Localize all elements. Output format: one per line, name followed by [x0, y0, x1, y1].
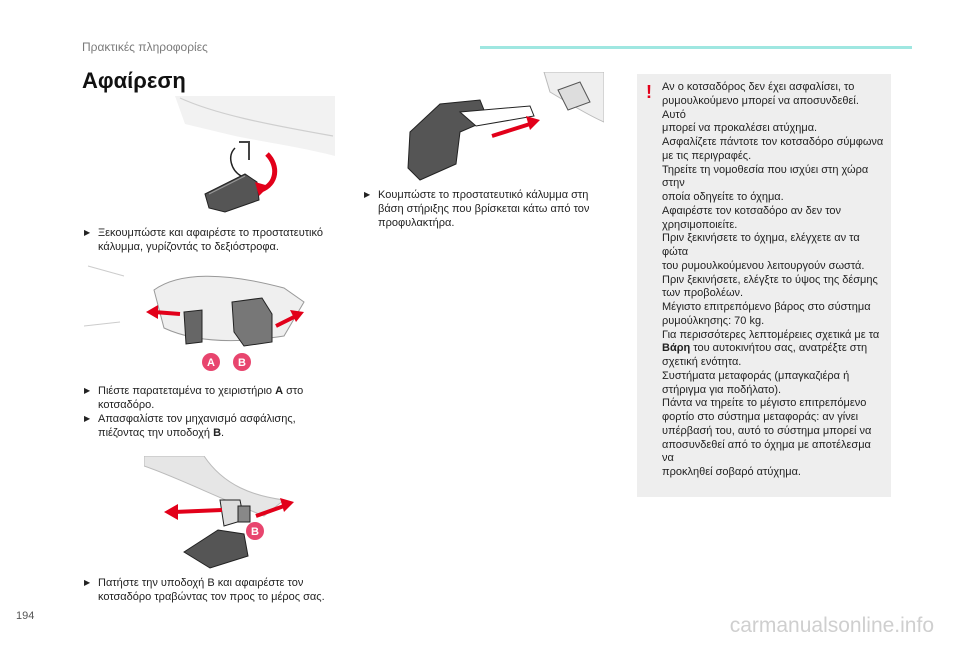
figure-pull-towbar: B — [144, 456, 294, 569]
arrow-left-icon — [153, 310, 181, 316]
svg-text:B: B — [238, 357, 246, 369]
page-number: 194 — [16, 610, 35, 622]
svg-text:B: B — [251, 526, 259, 538]
watermark: carmanualsonline.info — [729, 614, 934, 637]
figure-refit-cover — [407, 72, 604, 181]
arrow-right-icon — [255, 504, 285, 518]
arrow-right-icon — [491, 122, 531, 138]
step-2: ▶Πιέστε παρατεταμένα το χειριστήριο A στ… — [84, 385, 304, 439]
step-4: ▶Πατήστε την υποδοχή B και αφαιρέστε τον… — [84, 577, 325, 603]
label-b-badge: B — [246, 522, 264, 540]
warning-exclamation-icon: ! — [646, 82, 652, 102]
page-title: Αφαίρεση — [82, 68, 186, 93]
arrow-right-icon — [275, 314, 297, 328]
svg-text:A: A — [207, 357, 215, 369]
header-rule — [480, 46, 912, 49]
figure-remove-cover — [175, 96, 335, 213]
step-5: ▶Κουμπώστε το προστατευτικό κάλυμμα στη … — [364, 189, 590, 229]
warning-box — [637, 74, 891, 497]
label-a-badge: A — [202, 353, 220, 371]
arrow-left-icon — [173, 508, 223, 514]
label-b-badge: B — [233, 353, 251, 371]
section-label: Πρακτικές πληροφορίες — [82, 40, 208, 54]
step-1: ▶Ξεκουμπώστε και αφαιρέστε το προστατευτ… — [84, 227, 323, 253]
figure-release-mechanism: A B — [84, 265, 305, 371]
warning-text: Αν ο κοτσαδόρος δεν έχει ασφαλίσει, το ρ… — [662, 81, 884, 478]
